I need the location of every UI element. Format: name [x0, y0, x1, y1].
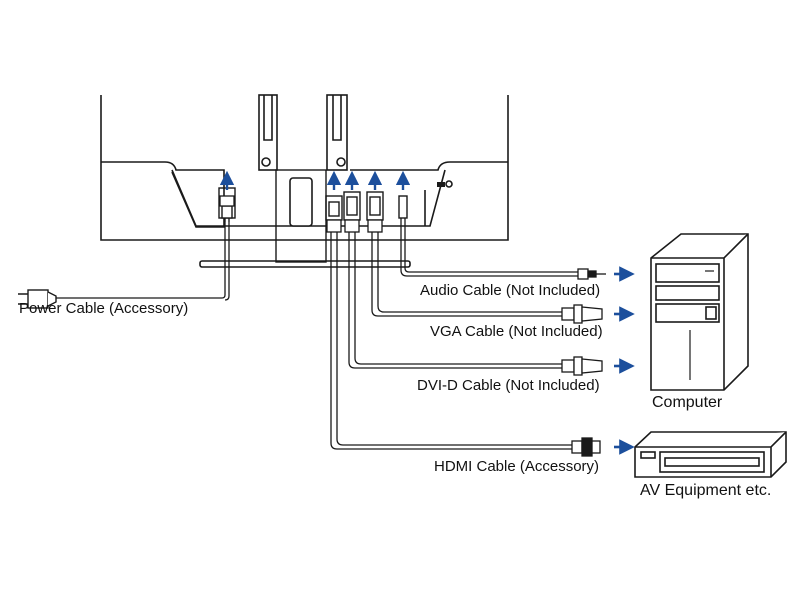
- dvi-plug: [561, 356, 603, 376]
- power-plug: [18, 289, 57, 309]
- vga-plug: [561, 304, 603, 324]
- audio-cable-line: [400, 218, 578, 277]
- vga-cable-line: [371, 232, 562, 317]
- av-equipment-device: [634, 431, 787, 478]
- audio-cable-label: Audio Cable (Not Included): [420, 282, 601, 299]
- dvi-cable-line: [348, 232, 562, 369]
- output-arrows: [614, 266, 635, 455]
- monitor-rear: [100, 94, 509, 268]
- av-equipment-label: AV Equipment etc.: [640, 482, 772, 499]
- power-cable-label: Power Cable (Accessory): [19, 300, 189, 317]
- hdmi-plug: [571, 437, 601, 457]
- power-cable-line: [48, 222, 230, 301]
- hdmi-cable-line: [330, 232, 572, 450]
- hdmi-cable-label: HDMI Cable (Accessory): [434, 458, 600, 475]
- dvi-port: [343, 191, 361, 221]
- vga-cable-label: VGA Cable (Not Included): [430, 323, 603, 340]
- dvi-cable-label: DVI-D Cable (Not Included): [417, 377, 600, 394]
- hdmi-port: [325, 195, 343, 221]
- computer-tower: [650, 233, 749, 391]
- audio-plug: [577, 268, 606, 280]
- insert-arrows: [219, 170, 411, 190]
- computer-label: Computer: [652, 394, 723, 411]
- audio-port: [398, 195, 408, 219]
- vga-port: [366, 191, 384, 221]
- monitor-side-plugs: [219, 195, 383, 233]
